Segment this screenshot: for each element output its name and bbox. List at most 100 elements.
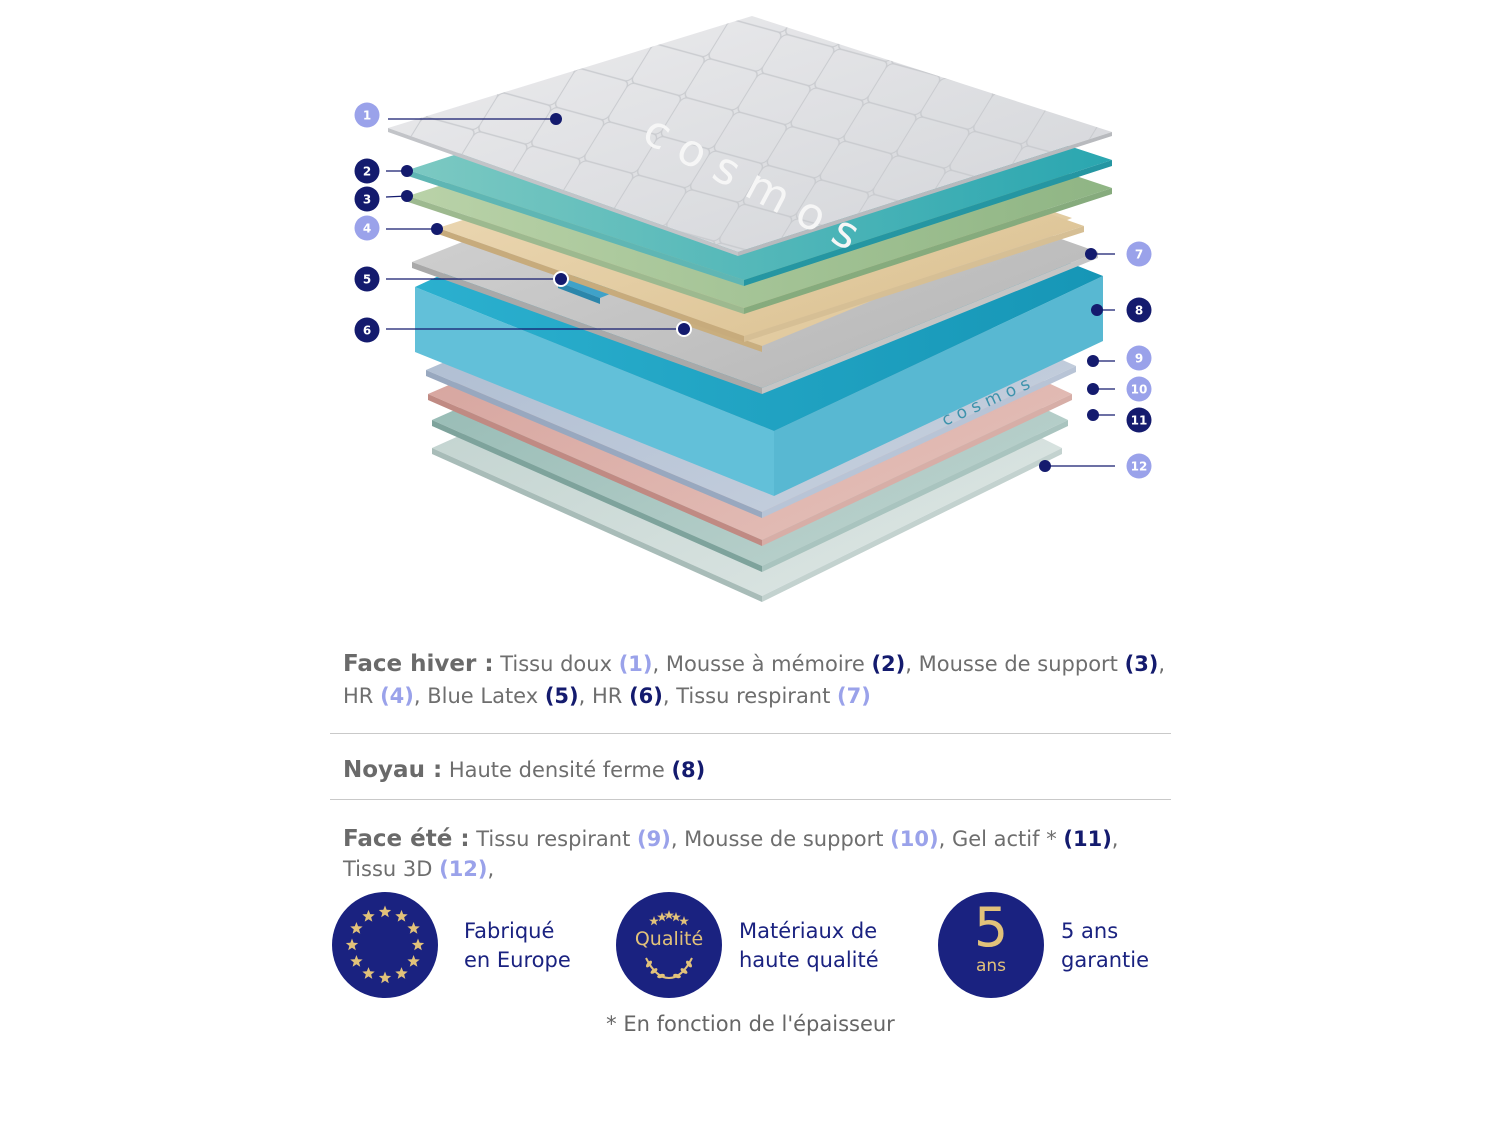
- eu-star: [407, 955, 420, 967]
- layer-reference: (10): [890, 827, 939, 851]
- layer-marker-circle: [1126, 376, 1152, 402]
- layer-reference: (11): [1063, 827, 1112, 851]
- layer-marker-label: 12: [1131, 460, 1148, 474]
- layer-reference: (1): [618, 652, 653, 676]
- layer-marker-circle: [354, 158, 380, 184]
- layer-name: Tissu respirant: [469, 827, 638, 851]
- layer-marker-label: 9: [1135, 352, 1143, 366]
- layer-name: , Mousse de support: [670, 827, 891, 851]
- layer-reference: (12): [439, 857, 488, 881]
- layer-name: Haute densité ferme: [442, 758, 672, 782]
- section-heading: Face été :: [343, 826, 470, 852]
- layer-marker-3: 3: [354, 186, 380, 212]
- eu-star: [350, 922, 363, 934]
- layer-name: , Mousse à mémoire: [652, 652, 872, 676]
- eu-star: [378, 971, 392, 984]
- layer-reference: (7): [837, 684, 871, 708]
- winter-face-description: Face hiver : Tissu doux (1), Mousse à mé…: [343, 648, 1173, 712]
- layer-marker-label: 5: [363, 273, 371, 287]
- layer-marker-10: 10: [1126, 376, 1152, 402]
- layer-marker-circle: [354, 186, 380, 212]
- eu-star: [350, 955, 363, 967]
- layer-marker-7: 7: [1126, 241, 1152, 267]
- thickness-footnote: * En fonction de l'épaisseur: [606, 1012, 895, 1036]
- badge-line: en Europe: [464, 948, 571, 972]
- layer-marker-1: 1: [354, 102, 380, 128]
- layer-name: , Mousse de support: [905, 652, 1125, 676]
- layer-marker-8: 8: [1126, 297, 1152, 323]
- layer-marker-label: 11: [1131, 414, 1148, 428]
- layer-name: , Blue Latex: [413, 684, 545, 708]
- layer-marker-circle: [1126, 345, 1152, 371]
- layer-reference: (2): [871, 652, 906, 676]
- layer-reference: (8): [671, 758, 706, 782]
- eu-star: [362, 967, 375, 979]
- eu-star: [362, 909, 375, 922]
- layer-marker-circle: [1126, 453, 1152, 479]
- eu-star: [395, 909, 408, 922]
- layer-reference: (5): [544, 684, 579, 708]
- layer-name: , HR: [343, 652, 1166, 708]
- summer-face-description: Face été : Tissu respirant (9), Mousse d…: [343, 824, 1173, 884]
- eu-stars-icon: [345, 905, 425, 984]
- layer-marker-label: 7: [1135, 248, 1143, 262]
- trailing-punctuation: ,: [487, 857, 495, 881]
- layer-name: Tissu doux: [493, 652, 619, 676]
- warranty-badge: 5 ans: [938, 892, 1044, 998]
- layer-marker-circle: [1126, 407, 1152, 433]
- layer-marker-5: 5: [354, 266, 380, 292]
- divider: [330, 733, 1171, 734]
- eu-star: [378, 905, 392, 918]
- layer-reference: (9): [637, 827, 671, 851]
- badge-line: 5 ans: [1061, 919, 1119, 943]
- quality-label: Matériaux de haute qualité: [739, 917, 909, 975]
- quality-emblem-text: Qualité: [634, 928, 704, 950]
- leader-dots: [401, 113, 1103, 472]
- eu-star: [407, 922, 420, 934]
- layer-name: , Gel actif *: [938, 827, 1064, 851]
- divider: [330, 799, 1171, 800]
- badge-line: garantie: [1061, 948, 1149, 972]
- layer-reference: (6): [629, 684, 663, 708]
- layer-marker-11: 11: [1126, 407, 1152, 433]
- warranty-emblem-number: 5: [973, 896, 1009, 959]
- layer-marker-label: 2: [363, 165, 371, 179]
- layer-marker-12: 12: [1126, 453, 1152, 479]
- eu-star: [345, 938, 359, 951]
- layer-marker-label: 4: [363, 222, 371, 236]
- laurel-stars-icon: [645, 910, 693, 979]
- layer-marker-circle: [354, 215, 380, 241]
- layer-marker-label: 3: [363, 193, 371, 207]
- layer-marker-label: 8: [1135, 304, 1143, 318]
- section-heading: Face hiver :: [343, 651, 494, 677]
- layer-name: , Tissu respirant: [662, 684, 838, 708]
- quality-badge: Qualité: [616, 892, 722, 998]
- made-in-europe-label: Fabriqué en Europe: [464, 917, 604, 975]
- made-in-europe-badge: [332, 892, 438, 998]
- badge-line: Matériaux de: [739, 919, 878, 943]
- layer-reference: (3): [1124, 652, 1159, 676]
- mattress-layers-diagram: cosmos cosmos: [354, 16, 1152, 602]
- core-description: Noyau : Haute densité ferme (8): [343, 754, 1173, 786]
- layer-marker-2: 2: [354, 158, 380, 184]
- warranty-emblem-unit: ans: [975, 956, 1007, 976]
- layer-marker-circle: [1126, 297, 1152, 323]
- layer-marker-label: 6: [363, 324, 371, 338]
- layer-1-tissu-doux: cosmos: [388, 16, 1112, 267]
- layer-marker-label: 10: [1131, 383, 1148, 397]
- layer-name: , HR: [578, 684, 630, 708]
- layer-marker-9: 9: [1126, 345, 1152, 371]
- eu-star: [411, 938, 425, 951]
- layer-marker-circle: [1126, 241, 1152, 267]
- warranty-label: 5 ans garantie: [1061, 917, 1191, 975]
- layer-reference: (4): [380, 684, 414, 708]
- section-heading: Noyau :: [343, 757, 443, 783]
- layer-marker-6: 6: [354, 317, 380, 343]
- layer-marker-circle: [354, 317, 380, 343]
- layer-marker-label: 1: [363, 109, 371, 123]
- layer-name: , Tissu 3D: [343, 827, 1119, 881]
- layer-marker-circle: [354, 102, 380, 128]
- eu-star: [395, 967, 408, 979]
- layer-marker-4: 4: [354, 215, 380, 241]
- badge-line: haute qualité: [739, 948, 879, 972]
